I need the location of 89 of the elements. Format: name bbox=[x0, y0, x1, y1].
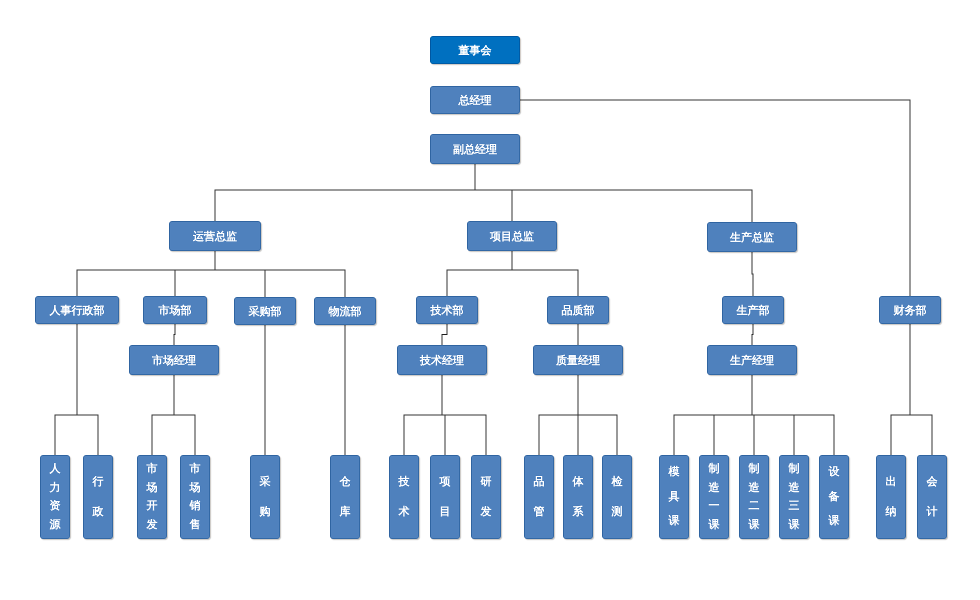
unit-box bbox=[659, 455, 689, 539]
department-box bbox=[467, 221, 557, 251]
department-box bbox=[547, 296, 609, 324]
unit-box bbox=[330, 455, 360, 539]
node-label: 品管 bbox=[534, 474, 544, 520]
connector-line bbox=[512, 250, 578, 296]
node-label: 检测 bbox=[612, 474, 622, 520]
department-box bbox=[234, 297, 296, 325]
department-box bbox=[879, 296, 941, 324]
unit-box bbox=[563, 455, 593, 539]
unit-box bbox=[389, 455, 419, 539]
connector-line bbox=[174, 374, 196, 456]
node-label: 研发 bbox=[480, 474, 492, 520]
department-box bbox=[430, 86, 520, 114]
unit-box bbox=[471, 455, 501, 539]
connector-line bbox=[264, 324, 266, 456]
connector-line bbox=[174, 324, 176, 346]
department-box bbox=[430, 36, 520, 64]
connector-line bbox=[344, 324, 346, 456]
unit-box bbox=[779, 455, 809, 539]
department-box bbox=[314, 297, 376, 325]
unit-box bbox=[40, 455, 70, 539]
connector-line bbox=[752, 374, 834, 456]
node-label: 技术经理 bbox=[420, 352, 464, 368]
node-label: 物流部 bbox=[328, 304, 362, 318]
node-label: 制造一课 bbox=[708, 461, 720, 532]
department-box bbox=[397, 345, 487, 375]
node-label: 制造二课 bbox=[748, 461, 760, 532]
connector-line bbox=[578, 374, 618, 456]
unit-box bbox=[83, 455, 113, 539]
node-label: 副总经理 bbox=[453, 142, 497, 156]
node-label: 生产总监 bbox=[730, 230, 774, 244]
node-label: 人事行政部 bbox=[50, 302, 104, 318]
department-box bbox=[416, 296, 478, 324]
connector-line bbox=[214, 250, 346, 298]
node-label: 总经理 bbox=[458, 92, 492, 108]
node-label: 项目总监 bbox=[490, 228, 534, 244]
node-label: 质量经理 bbox=[556, 352, 600, 368]
unit-box bbox=[876, 455, 906, 539]
node-label: 项目 bbox=[440, 474, 450, 520]
department-box bbox=[143, 296, 207, 324]
node-label: 生产部 bbox=[736, 302, 770, 318]
connector-line bbox=[442, 374, 486, 456]
node-label: 技术 bbox=[398, 474, 410, 520]
unit-box bbox=[699, 455, 729, 539]
unit-box bbox=[917, 455, 947, 539]
node-label: 运营总监 bbox=[193, 228, 237, 244]
node-label: 市场开发 bbox=[146, 461, 158, 532]
unit-box bbox=[739, 455, 769, 539]
department-box bbox=[430, 134, 520, 164]
department-box bbox=[722, 296, 784, 324]
node-label: 市场销售 bbox=[190, 461, 200, 532]
node-label: 品质部 bbox=[562, 302, 594, 318]
node-label: 人力资源 bbox=[50, 461, 60, 532]
unit-box bbox=[180, 455, 210, 539]
node-label: 董事会 bbox=[458, 42, 492, 58]
unit-box bbox=[430, 455, 460, 539]
unit-box bbox=[602, 455, 632, 539]
node-label: 模具课 bbox=[668, 464, 680, 530]
node-label: 设备课 bbox=[828, 464, 840, 530]
node-label: 采购部 bbox=[248, 304, 282, 318]
node-label: 仓库 bbox=[340, 474, 350, 520]
connector-line bbox=[910, 324, 932, 456]
node-label: 市场经理 bbox=[152, 352, 196, 368]
node-label: 制造三课 bbox=[788, 461, 800, 532]
department-box bbox=[169, 221, 261, 251]
node-label: 财务部 bbox=[894, 302, 926, 318]
connector-line bbox=[520, 100, 910, 296]
connector-line bbox=[752, 324, 754, 346]
unit-box bbox=[250, 455, 280, 539]
node-label: 体系 bbox=[572, 474, 584, 520]
node-label: 会计 bbox=[926, 474, 938, 520]
department-box bbox=[129, 345, 219, 375]
unit-box bbox=[137, 455, 167, 539]
node-label: 出纳 bbox=[886, 474, 896, 520]
department-box bbox=[35, 296, 119, 324]
node-label: 行政 bbox=[92, 474, 104, 520]
unit-box bbox=[819, 455, 849, 539]
department-box bbox=[533, 345, 623, 375]
node-label: 生产经理 bbox=[730, 352, 774, 368]
connector-line bbox=[76, 324, 98, 456]
department-box bbox=[707, 345, 797, 375]
node-label: 市场部 bbox=[158, 302, 192, 318]
connector-line bbox=[442, 324, 448, 346]
node-label: 采购 bbox=[260, 474, 270, 520]
department-box bbox=[707, 222, 797, 252]
node-label: 技术部 bbox=[430, 302, 464, 318]
unit-box bbox=[524, 455, 554, 539]
connector-line bbox=[752, 252, 754, 296]
